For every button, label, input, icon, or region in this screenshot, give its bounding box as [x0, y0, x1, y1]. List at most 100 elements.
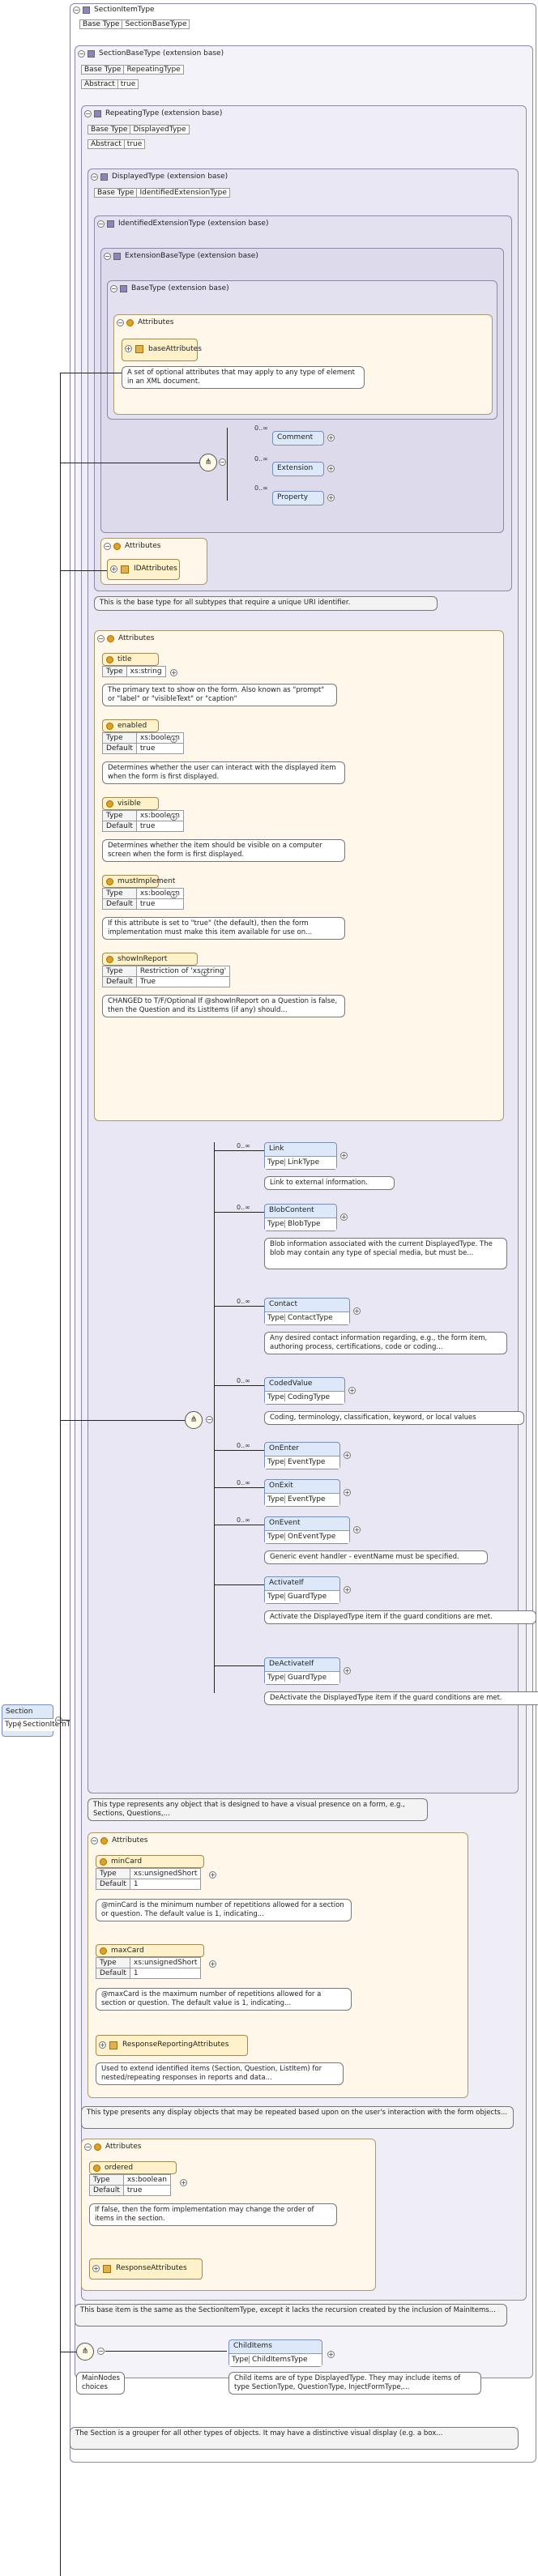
choice-collapse-icon[interactable]: − [219, 458, 226, 466]
extension-expand-icon[interactable]: + [327, 465, 335, 472]
expand-icon[interactable]: + [344, 1489, 351, 1496]
main-nodes-choice-icon[interactable]: ⋔ [76, 2343, 94, 2361]
comment-expand-icon[interactable]: + [327, 434, 335, 441]
attribute-title[interactable]: title [102, 653, 159, 666]
main-nodes-collapse-icon[interactable]: − [97, 2348, 105, 2355]
base-type-collapse-icon[interactable]: − [110, 285, 117, 292]
choice-connector [227, 428, 228, 501]
attributes-collapse-icon[interactable]: − [104, 543, 111, 550]
expand-icon[interactable]: + [209, 1871, 216, 1879]
attributes-collapse-icon[interactable]: − [84, 2143, 92, 2151]
child-items-type-value: ChildItemsType [249, 2356, 308, 2364]
extension-base-collapse-icon[interactable]: − [104, 253, 111, 260]
base-attributes-name: baseAttributes [148, 345, 202, 353]
attributes-collapse-icon[interactable]: − [117, 319, 124, 326]
attribute-doc: @maxCard is the maximum number of repeti… [96, 1988, 352, 2011]
attribute-enabled[interactable]: enabled [102, 719, 159, 732]
attribute-icon [106, 656, 113, 663]
attribute-doc: Determines whether the user can interact… [102, 761, 345, 784]
base-attributes-ref[interactable]: + baseAttributes [122, 339, 202, 361]
attribute-visible[interactable]: visible [102, 797, 159, 810]
element-type-key: Type [267, 1495, 284, 1503]
attribute-mustImplement[interactable]: mustImplement [102, 875, 175, 888]
element-doc: DeActivate the DisplayedType item if the… [264, 1691, 538, 1705]
displayed-choice-collapse-icon[interactable]: − [206, 1416, 213, 1423]
expand-icon[interactable]: + [201, 969, 208, 976]
ordered-attribute[interactable]: ordered [89, 2161, 177, 2174]
extension-element[interactable]: Extension [272, 462, 324, 476]
expand-icon[interactable]: + [125, 345, 132, 352]
complex-type-icon [100, 173, 108, 181]
expand-icon[interactable]: + [340, 1213, 348, 1221]
attribute-minCard[interactable]: minCard [96, 1855, 204, 1868]
repeating-collapse-icon[interactable]: − [84, 110, 92, 117]
attributes-collapse-icon[interactable]: − [97, 635, 105, 642]
element-name: BlobContent [269, 1206, 314, 1214]
expand-icon[interactable]: + [209, 1960, 216, 1968]
attribute-group-icon [103, 2265, 111, 2273]
expand-icon[interactable]: + [353, 1526, 361, 1533]
expand-icon[interactable]: + [99, 2041, 106, 2049]
attribute-icon [113, 543, 121, 550]
attribute-icon [94, 2143, 101, 2151]
connector-stub [60, 570, 107, 571]
expand-icon[interactable]: + [170, 669, 177, 676]
displayed-choice-icon[interactable]: ⋔ [185, 1411, 203, 1429]
expand-icon[interactable]: + [348, 1387, 356, 1394]
identified-collapse-icon[interactable]: − [97, 220, 105, 228]
displayed-collapse-icon[interactable]: − [91, 173, 98, 181]
expand-icon[interactable]: + [170, 736, 177, 743]
element-type-value: ContactType [284, 1314, 333, 1322]
response-reporting-name: ResponseReportingAttributes [122, 2041, 229, 2049]
element-name: Contact [269, 1300, 298, 1308]
expand-icon[interactable]: + [170, 813, 177, 821]
ordered-expand-icon[interactable]: + [180, 2179, 187, 2186]
section-element[interactable]: Section Type SectionItemType [2, 1704, 83, 1737]
response-reporting-ref[interactable]: + ResponseReportingAttributes [96, 2035, 248, 2056]
attributes-collapse-icon[interactable]: − [91, 1837, 98, 1845]
complex-type-icon [94, 110, 101, 117]
property-expand-icon[interactable]: + [327, 494, 335, 501]
comment-element[interactable]: Comment [272, 431, 324, 446]
expand-icon[interactable]: + [344, 1452, 351, 1459]
id-attributes-name: IDAttributes [134, 565, 177, 573]
attribute-maxCard[interactable]: maxCard [96, 1944, 204, 1957]
main-connector [60, 373, 61, 2576]
repeating-doc: This type presents any display objects t… [81, 2106, 514, 2129]
complex-type-icon [88, 50, 95, 58]
property-element[interactable]: Property [272, 491, 324, 505]
expand-icon[interactable]: + [110, 565, 117, 573]
expand-icon[interactable]: + [344, 1586, 351, 1593]
attribute-icon [93, 2164, 100, 2172]
attribute-doc: CHANGED to T/F/Optional If @showInReport… [102, 995, 345, 1017]
expand-icon[interactable]: + [92, 2265, 100, 2272]
comment-multiplicity: 0..∞ [254, 424, 268, 432]
root-title: SectionItemType [94, 6, 155, 14]
child-items-element[interactable]: ChildItems Type ChildItemsType [228, 2339, 322, 2367]
expand-icon[interactable]: + [344, 1667, 351, 1674]
section-type-key: Type [5, 1721, 22, 1729]
section-base-collapse-icon[interactable]: − [78, 50, 85, 58]
expand-icon[interactable]: + [340, 1152, 348, 1159]
expand-icon[interactable]: + [353, 1307, 361, 1315]
response-attributes-name: ResponseAttributes [116, 2264, 187, 2272]
id-attributes-ref[interactable]: + IDAttributes [107, 559, 180, 580]
expand-icon[interactable]: + [170, 891, 177, 898]
response-attributes-ref[interactable]: + ResponseAttributes [89, 2258, 203, 2280]
root-collapse-icon[interactable]: − [73, 6, 80, 14]
choice-icon[interactable]: ⋔ [199, 454, 217, 471]
complex-type-icon [120, 285, 127, 292]
attribute-showInReport[interactable]: showInReport [102, 953, 198, 966]
child-items-expand-icon[interactable]: + [327, 2351, 335, 2358]
